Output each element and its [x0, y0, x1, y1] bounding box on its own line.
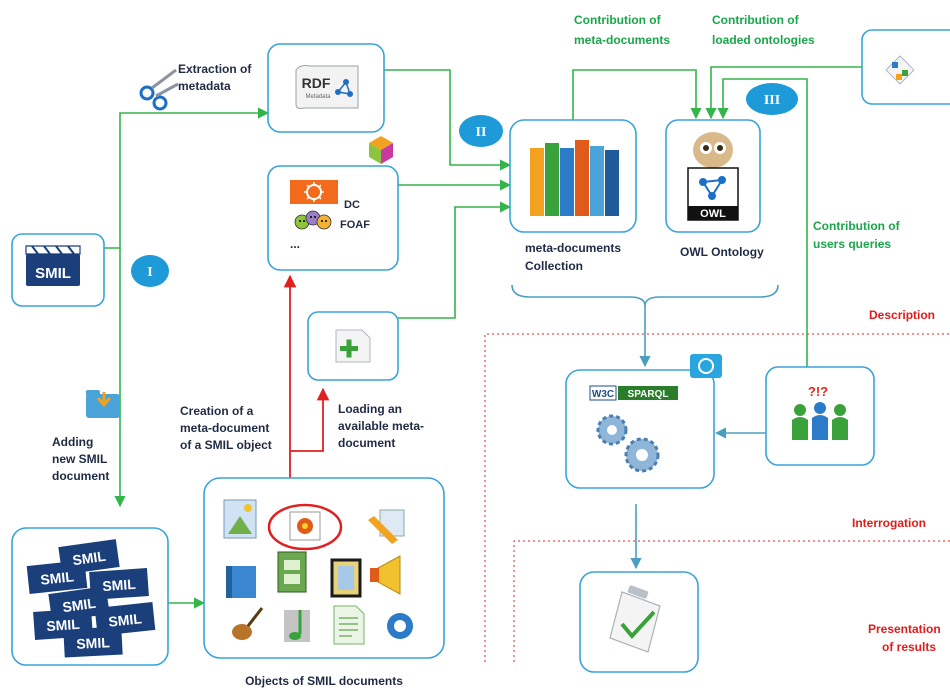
creation-label: Creation of a meta-document of a SMIL ob… — [180, 404, 273, 452]
owl-ontology-box[interactable]: OWL — [665, 119, 761, 233]
gears-icon — [596, 414, 660, 473]
book-icon — [226, 566, 256, 598]
smil-stack-label-6: SMIL — [108, 610, 143, 629]
users-icon — [792, 402, 848, 440]
owl-logo-label: OWL — [700, 208, 726, 220]
link-load-to-collection — [398, 201, 512, 319]
clipboard-check-icon — [609, 585, 661, 653]
contrib-onto-label: Contribution of loaded ontologies — [712, 13, 815, 47]
meta-documents-collection-box[interactable] — [509, 119, 637, 233]
smil-stack-label-5: SMIL — [46, 616, 81, 634]
link-collection-to-owl — [572, 69, 702, 120]
search-icon — [690, 354, 722, 378]
owl-bird-icon — [693, 132, 733, 168]
smil-clapper-icon: SMIL — [25, 245, 81, 286]
owl-logo-icon: OWL — [687, 167, 739, 221]
pencil-icon — [368, 509, 405, 544]
results-box[interactable] — [579, 571, 699, 673]
dc-label: DC — [344, 199, 360, 211]
dc-foaf-box[interactable]: DC FOAF ... — [267, 165, 399, 271]
loading-label: Loading an available meta- document — [338, 402, 427, 450]
link-queries-to-owl — [717, 78, 808, 367]
smil-document-box[interactable]: SMIL — [11, 233, 105, 307]
music-note-icon — [284, 610, 310, 642]
ellipsis-label: ... — [290, 237, 300, 251]
rdf-label: RDF — [302, 75, 331, 91]
badge-three: III — [746, 83, 798, 115]
query-marks-label: ?!? — [808, 384, 828, 399]
w3c-label: W3C — [592, 389, 614, 400]
smil-label: SMIL — [35, 265, 71, 282]
adding-label: Adding new SMIL document — [52, 435, 110, 483]
badge-three-label: III — [764, 93, 780, 108]
load-meta-document-box[interactable] — [307, 311, 399, 381]
media-player-icon — [387, 613, 413, 639]
interrogation-section-label: Interrogation — [852, 516, 926, 530]
mirror-frame-icon — [330, 558, 362, 598]
ontology-tree-icon — [885, 55, 915, 85]
badge-one-label: I — [147, 265, 152, 280]
link-smil-to-rdf — [104, 107, 270, 249]
scissors-icon — [139, 68, 179, 111]
owl-ontology-label: OWL Ontology — [680, 245, 764, 259]
smil-stack-label-1: SMIL — [71, 548, 107, 569]
smil-stack-label-4: SMIL — [61, 595, 97, 616]
collection-label: meta-documents Collection — [525, 241, 624, 273]
presentation-section-label: Presentation of results — [868, 622, 944, 654]
foaf-faces-icon — [294, 210, 332, 230]
smil-stack-label-2: SMIL — [40, 568, 75, 587]
smil-stack-icon: SMIL SMIL SMIL SMIL SMIL SMIL SMIL — [26, 539, 156, 658]
rdf-document-icon: RDF Metadata — [295, 65, 359, 109]
foaf-label: FOAF — [340, 219, 370, 231]
sparql-query-box[interactable]: W3C SPARQL — [565, 369, 715, 489]
cube-icon — [369, 136, 393, 164]
guitar-icon — [232, 607, 264, 640]
objects-label: Objects of SMIL documents — [245, 674, 403, 688]
photo-flower-icon — [289, 511, 321, 541]
rdf-metadata-box[interactable]: RDF Metadata — [267, 43, 385, 133]
smil-objects-box[interactable] — [203, 477, 445, 659]
users-queries-box[interactable]: ?!? — [765, 366, 875, 466]
picture-icon — [223, 499, 257, 539]
description-divider — [484, 333, 950, 662]
extraction-label: Extraction of metadata — [178, 62, 255, 93]
collection-ontology-brace — [511, 284, 779, 307]
folder-download-icon — [86, 390, 120, 418]
badge-one: I — [131, 255, 169, 287]
add-document-icon — [335, 329, 371, 363]
megaphone-icon — [370, 555, 401, 595]
interrogation-divider — [513, 540, 950, 662]
contrib-meta-label: Contribution of meta-documents — [574, 13, 670, 47]
books-icon — [530, 140, 619, 216]
link-loading-red — [290, 387, 330, 452]
smil-stack-label-7: SMIL — [76, 634, 111, 652]
selected-object-highlight — [267, 503, 343, 551]
rdf-sub-label: Metadata — [305, 94, 331, 100]
badge-two: II — [459, 115, 503, 147]
badge-two-label: II — [476, 125, 487, 140]
link-rdf-to-collection — [384, 69, 512, 171]
sparql-label: SPARQL — [628, 389, 669, 400]
dc-sun-icon — [290, 180, 338, 204]
link-onto-to-owl — [705, 66, 862, 120]
smil-stack-label-3: SMIL — [102, 576, 137, 594]
contrib-queries-label: Contribution of users queries — [813, 219, 903, 251]
w3c-sparql-logo: W3C SPARQL — [589, 385, 678, 401]
document-icon — [333, 605, 365, 645]
smil-collection-box[interactable]: SMIL SMIL SMIL SMIL SMIL SMIL SMIL — [11, 527, 169, 666]
film-strip-icon — [277, 551, 307, 593]
description-section-label: Description — [869, 308, 935, 322]
loaded-ontologies-box[interactable] — [861, 29, 950, 105]
